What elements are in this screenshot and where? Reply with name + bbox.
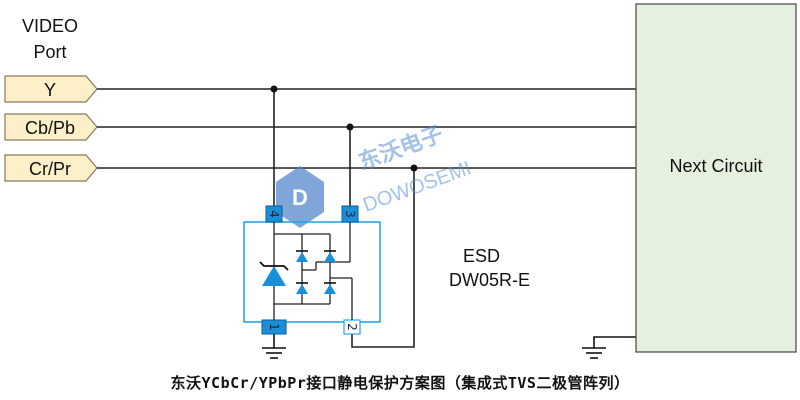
ground-icon — [262, 334, 286, 359]
steering-diode-2 — [296, 282, 308, 294]
pin-1-label: 1 — [267, 323, 281, 331]
esd-chip-outline — [243, 221, 381, 323]
steering-diode-4 — [324, 282, 336, 294]
port-cr-pr: Cr/Pr — [4, 154, 98, 182]
steering-diode-1 — [296, 250, 308, 262]
pin-2: 2 — [343, 319, 361, 335]
junctions — [270, 85, 418, 172]
port-y: Y — [4, 75, 98, 103]
next-circuit-label: Next Circuit — [669, 156, 762, 176]
ground-icon-next-circuit — [582, 336, 636, 359]
port-cb-pb: Cb/Pb — [4, 113, 98, 141]
port-cr-pr-label: Cr/Pr — [29, 159, 71, 179]
junction-cb — [346, 123, 354, 131]
junction-cr — [410, 164, 418, 172]
port-cb-pb-label: Cb/Pb — [25, 118, 75, 138]
pin-1: 1 — [261, 319, 287, 335]
esd-part-number: DW05R-E — [449, 270, 530, 290]
port-y-label: Y — [44, 80, 56, 100]
next-circuit-box — [635, 3, 797, 353]
pin-4: 4 — [265, 205, 283, 223]
header-video: VIDEO — [22, 16, 78, 36]
diagram-caption: 东沃YCbCr/YPbPr接口静电保护方案图（集成式TVS二极管阵列） — [171, 374, 630, 392]
pin-2-label: 2 — [345, 323, 359, 331]
signal-lines — [97, 88, 636, 348]
chip-internal-wiring — [273, 222, 353, 320]
tap-cr-pin2 — [351, 168, 415, 348]
junction-y — [270, 85, 278, 93]
esd-label: ESD — [463, 246, 500, 266]
watermark-logo-letter: D — [292, 185, 308, 210]
pin-3: 3 — [341, 205, 359, 223]
tvs-diode — [259, 261, 289, 286]
pin-4-label: 4 — [267, 210, 281, 218]
pin-3-label: 3 — [343, 210, 357, 218]
steering-diode-3 — [324, 250, 336, 262]
watermark-logo: D — [276, 166, 324, 228]
header-port: Port — [33, 42, 66, 62]
